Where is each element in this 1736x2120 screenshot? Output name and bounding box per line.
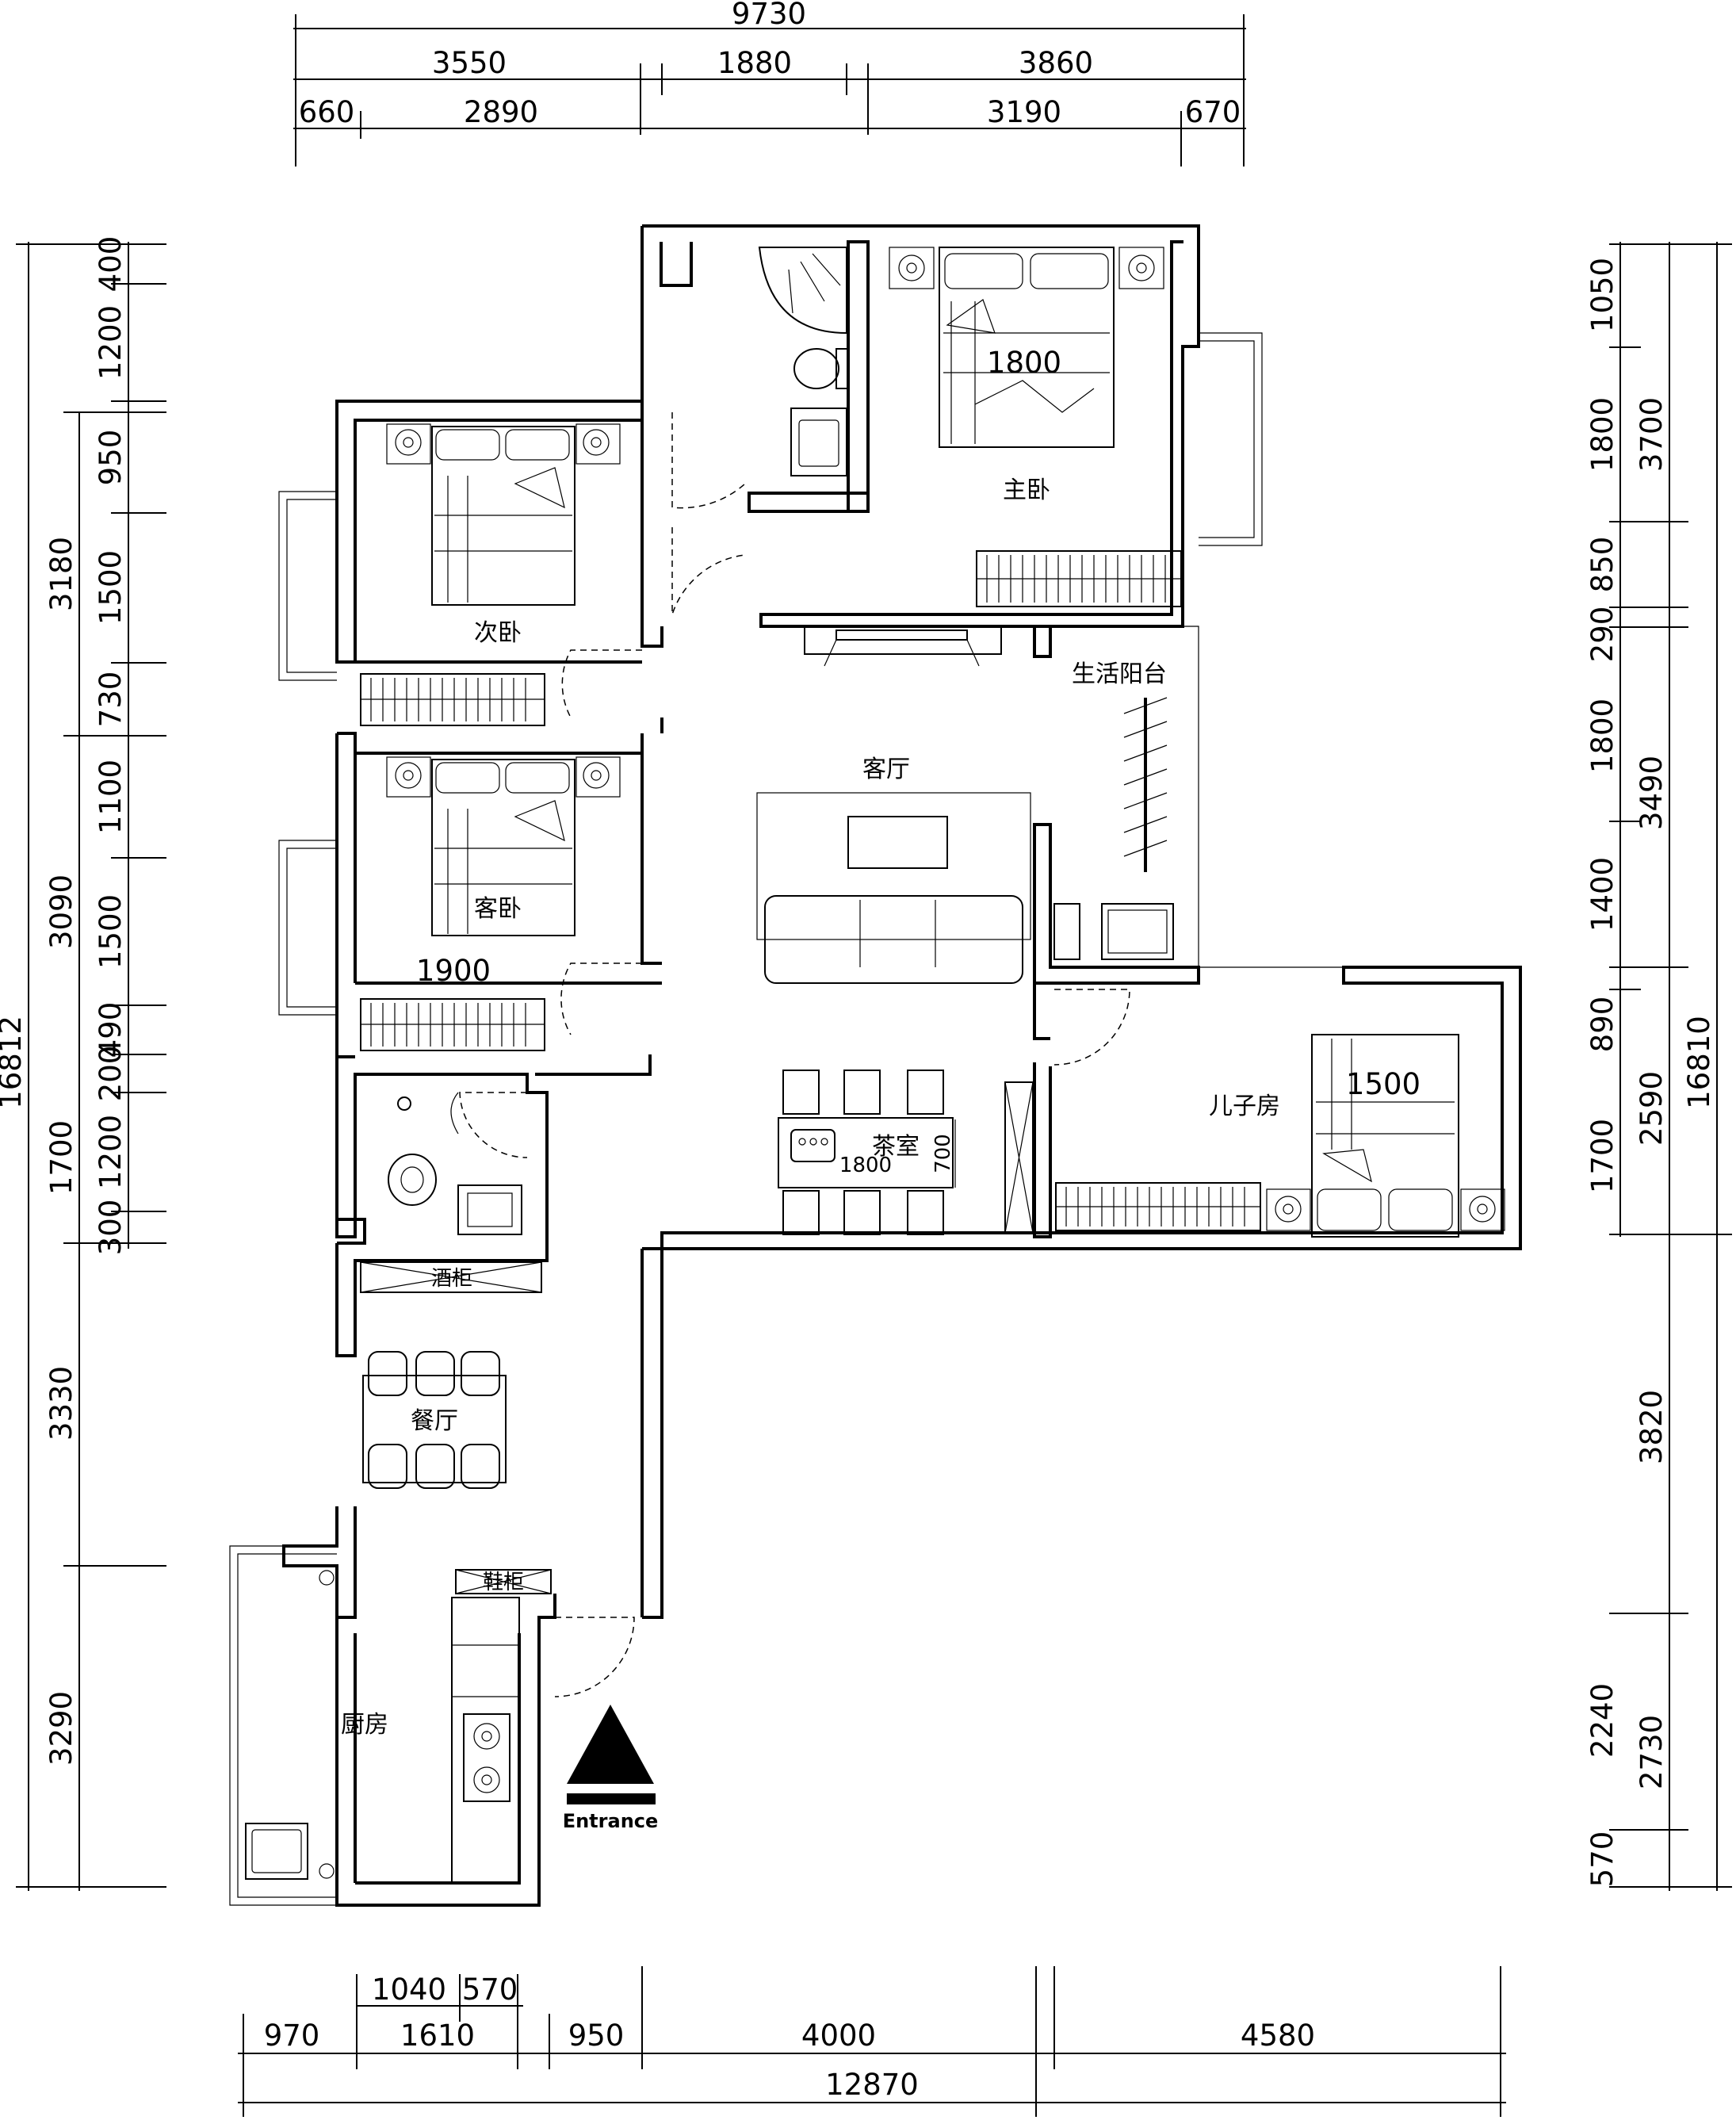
dim-left-1500a: 1500	[94, 550, 128, 625]
tea-table-width: 700	[931, 1134, 955, 1173]
left-dimensions: 400 1200 950 3180 1500 730 1100 3090 150…	[0, 236, 166, 1891]
room-living-label: 客厅	[862, 756, 910, 783]
dim-left-1200: 1200	[94, 305, 128, 380]
guest-width-label: 1900	[416, 954, 491, 988]
dim-left-3290: 3290	[44, 1691, 78, 1766]
dim-top-660: 660	[299, 95, 355, 129]
bathroom-fixtures	[758, 247, 849, 476]
dim-left-400: 400	[94, 236, 128, 293]
master-bed-size: 1800	[987, 346, 1061, 380]
wine-cabinet-label: 酒柜	[431, 1267, 472, 1291]
tea-table-length: 1800	[839, 1154, 892, 1177]
second-wardrobe	[360, 673, 545, 726]
guest-wardrobe	[360, 998, 545, 1051]
dim-left-total: 16812	[0, 1016, 28, 1109]
shoe-cabinet: 鞋柜	[455, 1569, 552, 1594]
room-guest-label: 客卧	[474, 895, 522, 923]
dim-left-1100: 1100	[94, 760, 128, 834]
dim-bottom-4000: 4000	[801, 2019, 876, 2053]
dim-top-2890: 2890	[464, 95, 538, 129]
entrance-marker: Entrance	[563, 1705, 659, 1832]
dim-bottom-1040: 1040	[372, 1973, 446, 2007]
dim-right-1700: 1700	[1585, 1119, 1619, 1193]
room-tea-label: 茶室	[872, 1133, 920, 1161]
dim-right-570: 570	[1585, 1831, 1619, 1888]
dim-right-3490: 3490	[1635, 756, 1669, 830]
dim-right-2730: 2730	[1635, 1715, 1669, 1789]
tea-table: 1800 700	[778, 1070, 956, 1235]
bath2-fixtures	[388, 1092, 522, 1235]
guest-bed	[386, 756, 621, 936]
master-bed: 1800	[889, 247, 1164, 448]
dim-left-300: 300	[94, 1200, 128, 1256]
dim-top-3860: 3860	[1019, 46, 1093, 80]
dim-bottom-4580: 4580	[1241, 2019, 1315, 2053]
room-dining-label: 餐厅	[411, 1407, 458, 1435]
dim-bottom-950: 950	[568, 2019, 625, 2053]
second-bed	[386, 423, 621, 606]
kids-bed: 1500	[1266, 1034, 1505, 1238]
kids-bed-size: 1500	[1346, 1067, 1421, 1101]
dim-bottom-570: 570	[462, 1973, 518, 2007]
room-second-label: 次卧	[474, 619, 522, 647]
room-balcony-label: 生活阳台	[1072, 660, 1167, 688]
bottom-dimensions: 1040 570 970 1610 950 4000 4580 12870	[238, 1966, 1506, 2117]
dim-top-1880: 1880	[717, 46, 792, 80]
dim-right-1800b: 1800	[1585, 698, 1619, 773]
dim-left-730: 730	[94, 672, 128, 728]
dim-top-3190: 3190	[987, 95, 1061, 129]
room-master-label: 主卧	[1003, 476, 1050, 504]
dim-right-1400: 1400	[1585, 857, 1619, 932]
dim-right-890: 890	[1585, 997, 1619, 1053]
dim-left-1700: 1700	[44, 1120, 78, 1195]
dim-left-3090: 3090	[44, 874, 78, 949]
dim-bottom-970: 970	[264, 2019, 320, 2053]
walls	[282, 224, 1522, 1907]
dim-left-950: 950	[94, 430, 128, 486]
dim-left-490: 490	[94, 1002, 128, 1058]
right-dimensions: 1050 1800 3700 850 290 1800 3490 1400 89…	[1585, 242, 1732, 1891]
dim-left-200: 200	[94, 1046, 128, 1102]
dim-right-total: 16810	[1682, 1016, 1716, 1109]
dim-top-3550: 3550	[432, 46, 507, 80]
narrow-cabinet	[1004, 1081, 1034, 1234]
dim-top-total: 9730	[732, 0, 806, 31]
dim-right-1800a: 1800	[1585, 397, 1619, 472]
dim-left-1200b: 1200	[94, 1115, 128, 1189]
kitchen-fixtures	[245, 1570, 520, 1884]
room-kids-label: 儿子房	[1209, 1093, 1280, 1120]
dim-right-3700: 3700	[1635, 397, 1669, 472]
dim-right-2240: 2240	[1585, 1683, 1619, 1758]
entrance-arrow-icon	[567, 1705, 654, 1784]
dim-top-670: 670	[1185, 95, 1241, 129]
dim-right-2590: 2590	[1635, 1071, 1669, 1146]
room-labels: 主卧 次卧 客卧 客厅 生活阳台 儿子房 茶室 餐厅 厨房	[341, 476, 1280, 1739]
dim-right-1050: 1050	[1585, 258, 1619, 332]
entrance-label: Entrance	[563, 1810, 659, 1832]
shoe-cabinet-label: 鞋柜	[483, 1571, 524, 1594]
wine-cabinet: 酒柜	[360, 1261, 542, 1293]
dim-bottom-1610: 1610	[400, 2019, 475, 2053]
dim-right-290: 290	[1585, 607, 1619, 663]
doors	[459, 412, 1130, 1697]
dim-right-850: 850	[1585, 537, 1619, 593]
living-furniture	[756, 626, 1031, 984]
windows	[229, 332, 1344, 1906]
dim-bottom-total: 12870	[825, 2068, 919, 2102]
top-dimensions: 9730 3550 1880 3860 660 2890 3190 670	[293, 0, 1246, 166]
dim-left-1500b: 1500	[94, 894, 128, 969]
kids-wardrobe	[1055, 1182, 1261, 1231]
balcony-fixtures	[1053, 697, 1174, 960]
room-kitchen-label: 厨房	[341, 1711, 388, 1739]
dim-left-3330: 3330	[44, 1366, 78, 1441]
dim-right-3820: 3820	[1635, 1390, 1669, 1464]
master-wardrobe	[976, 550, 1182, 607]
dim-left-3180: 3180	[44, 537, 78, 611]
dining-table	[362, 1351, 507, 1489]
